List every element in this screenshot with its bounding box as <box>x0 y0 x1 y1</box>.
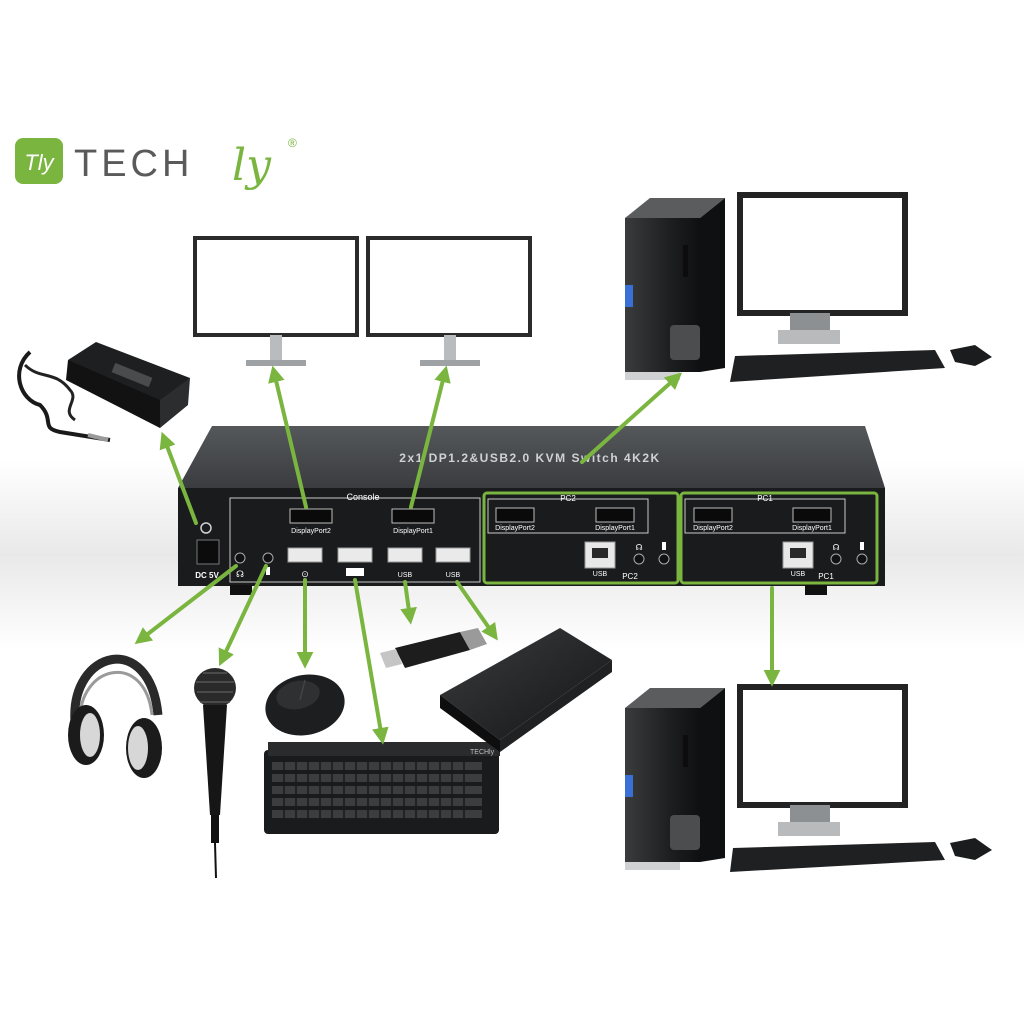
usb-stick-icon <box>380 628 487 668</box>
power-port: DC 5V <box>195 522 220 580</box>
keyboard-icon: TECHly <box>264 742 500 834</box>
connection-arrows <box>134 365 781 745</box>
pc2-audio-jack <box>633 553 645 565</box>
console-usb-mouse-port <box>287 547 323 563</box>
arrow-console-dp1-monitor <box>409 365 451 509</box>
kvm-top-panel <box>178 426 885 488</box>
pc2-mic-icon <box>662 542 666 550</box>
arrow-microphone <box>218 564 268 667</box>
arrow-pc2-computer <box>580 372 683 464</box>
arrow-keyboard <box>353 578 389 745</box>
keyboard-port-icon <box>346 568 364 576</box>
pc2-mic-jack <box>658 553 670 565</box>
pc1-mic-jack <box>856 553 868 565</box>
logo-script: ly <box>232 140 272 191</box>
arrow-headphones <box>134 564 238 645</box>
power-label: DC 5V <box>195 571 219 580</box>
pc2-headphone-icon: ☊ <box>635 543 642 552</box>
arrow-console-dp2-monitor <box>268 365 308 509</box>
arrow-power-adapter <box>159 431 198 525</box>
pc1-bottom-label: PC1 <box>818 572 834 581</box>
pc1-title: PC1 <box>757 494 773 503</box>
pc2-usb-label: USB <box>593 571 608 578</box>
console-panel: Console DisplayPort2 DisplayPort1 ☊ ⊙ US… <box>229 492 481 583</box>
pc2-bottom-label: PC2 <box>622 572 638 581</box>
logo-registered: ® <box>288 136 297 150</box>
pc1-usb-b-port <box>782 541 814 569</box>
arrow-external-drive <box>455 580 498 641</box>
pc1-audio-jack <box>830 553 842 565</box>
kvm-switch: 2x1 DP1.2&USB2.0 KVM Switch 4K2K DC 5V C… <box>178 426 885 595</box>
console-dp1-label: DisplayPort1 <box>393 528 433 535</box>
logo-name: TECH <box>74 143 193 185</box>
console-usb4-label: USB <box>446 572 461 579</box>
monitor-icon <box>193 236 359 366</box>
kvm-model-label: 2x1 DP1.2&USB2.0 KVM Switch 4K2K <box>399 451 660 465</box>
desktop-pc-icon <box>625 684 992 872</box>
external-drive-icon <box>440 628 612 752</box>
pc2-dp2-label: DisplayPort2 <box>495 525 535 532</box>
headphones-icon <box>68 654 163 778</box>
desktop-pc-icon <box>625 192 992 382</box>
headphone-icon: ☊ <box>236 569 244 579</box>
pc1-panel: PC1 DisplayPort2 DisplayPort1 USB ☊ PC1 <box>679 491 879 585</box>
console-dp1-port <box>391 508 435 524</box>
microphone-small-icon <box>266 567 270 575</box>
pc1-dp1-label: DisplayPort1 <box>792 525 832 532</box>
pc2-dp1-port <box>595 507 635 523</box>
console-usb-keyboard-port <box>337 547 373 563</box>
pc1-usb-label: USB <box>791 571 806 578</box>
console-dp2-port <box>289 508 333 524</box>
pc1-dp2-label: DisplayPort2 <box>693 525 733 532</box>
mouse-icon <box>265 674 345 736</box>
arrow-usb-stick <box>400 580 417 625</box>
headphone-jack <box>234 552 246 564</box>
pc1-dp1-port <box>792 507 832 523</box>
console-usb3-port <box>387 547 423 563</box>
pc1-dp2-port <box>693 507 733 523</box>
console-usb4-port <box>435 547 471 563</box>
pc1-mic-icon <box>860 542 864 550</box>
pc2-dp2-port <box>495 507 535 523</box>
pc2-title: PC2 <box>560 494 576 503</box>
microphone-icon <box>194 668 236 879</box>
mic-jack <box>262 552 274 564</box>
kvm-front-panel <box>178 488 885 586</box>
power-adapter-icon <box>17 342 190 442</box>
mouse-port-icon: ⊙ <box>301 569 309 579</box>
logo-mark-text: Tly <box>24 150 55 175</box>
keyboard-brand-label: TECHly <box>470 749 495 756</box>
console-dp2-label: DisplayPort2 <box>291 528 331 535</box>
pc1-headphone-icon: ☊ <box>832 543 839 552</box>
logo-mark <box>15 138 63 184</box>
pc2-dp1-label: DisplayPort1 <box>595 525 635 532</box>
console-usb3-label: USB <box>398 572 413 579</box>
techly-logo: Tly TECH ly ® <box>15 136 297 191</box>
pc2-panel: PC2 DisplayPort2 DisplayPort1 USB ☊ PC2 <box>482 491 680 585</box>
console-title: Console <box>346 492 379 502</box>
monitor-icon <box>366 236 532 366</box>
